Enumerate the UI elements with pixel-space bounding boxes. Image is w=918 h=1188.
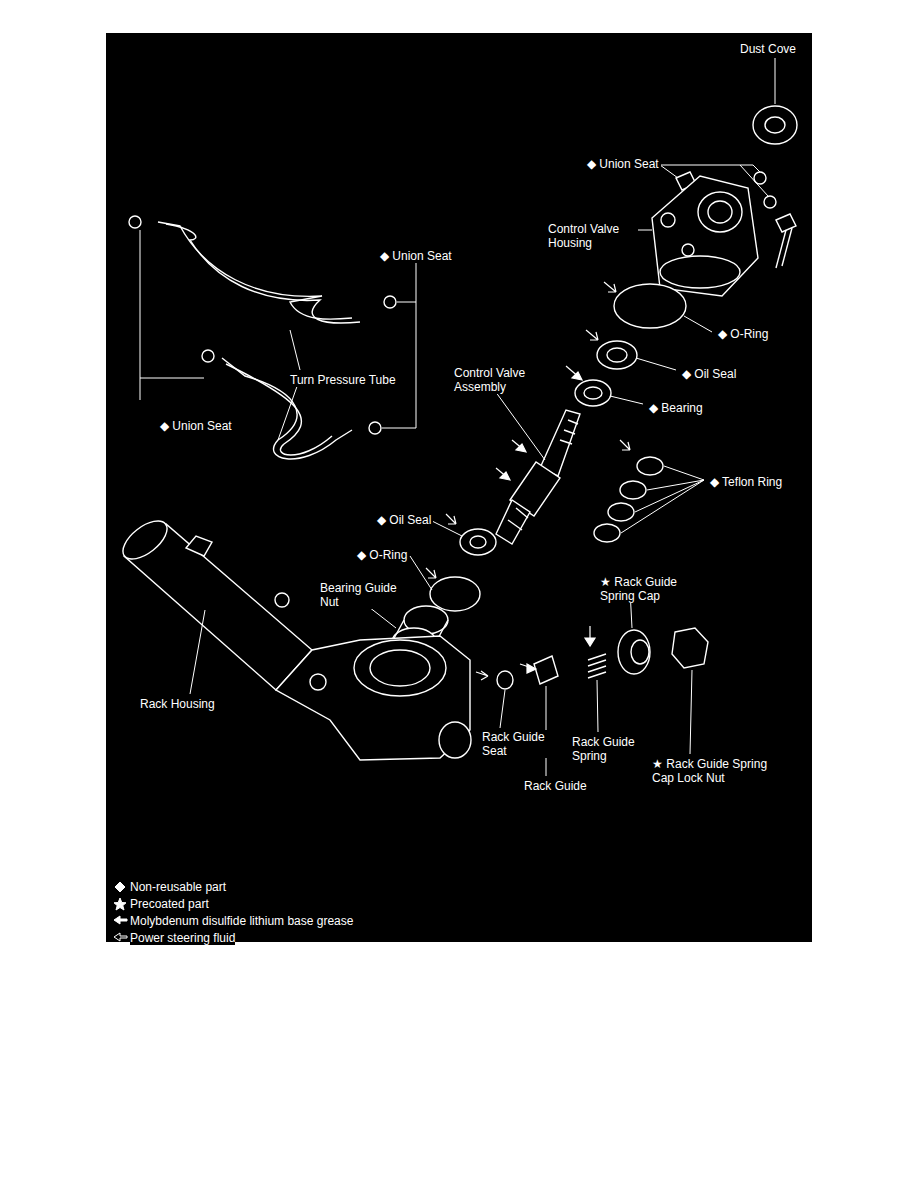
legend-text: Molybdenum disulfide lithium base grease (130, 914, 353, 928)
part-label: ◆ Union Seat (585, 157, 661, 171)
hollow-arrow-sample (114, 933, 127, 941)
part-label: Rack Guide Seat (480, 730, 554, 758)
part-label: ★ Rack Guide Spring Cap (598, 575, 702, 603)
part-label: ◆ Oil Seal (375, 513, 433, 527)
part-label: Turn Pressure Tube (288, 373, 398, 387)
part-label: Rack Guide (522, 779, 589, 793)
part-label: ★ Rack Guide Spring Cap Lock Nut (650, 757, 784, 785)
part-label: ◆ Union Seat (378, 249, 454, 263)
filled-arrow-sample (114, 916, 127, 924)
part-label: ◆ Oil Seal (680, 367, 738, 381)
part-label: ◆ Teflon Ring (708, 475, 784, 489)
part-label: Control Valve Assembly (452, 366, 541, 394)
black-ground (106, 33, 812, 942)
diamond-sample (115, 882, 125, 892)
part-label: ◆ Bearing (647, 401, 705, 415)
legend-text: Power steering fluid (130, 931, 235, 945)
part-label: Rack Guide Spring (570, 735, 644, 763)
part-label: ◆ O-Ring (716, 327, 770, 341)
legend-text: Precoated part (130, 897, 209, 911)
legend-text: Non-reusable part (130, 880, 226, 894)
part-label: ◆ Union Seat (158, 419, 234, 433)
star-sample (114, 898, 126, 910)
part-label: Control Valve Housing (546, 222, 638, 250)
part-label: ◆ O-Ring (355, 548, 409, 562)
part-label: Dust Cove (738, 42, 798, 56)
part-label: Rack Housing (138, 697, 217, 711)
part-label: Bearing Guide Nut (318, 581, 406, 609)
